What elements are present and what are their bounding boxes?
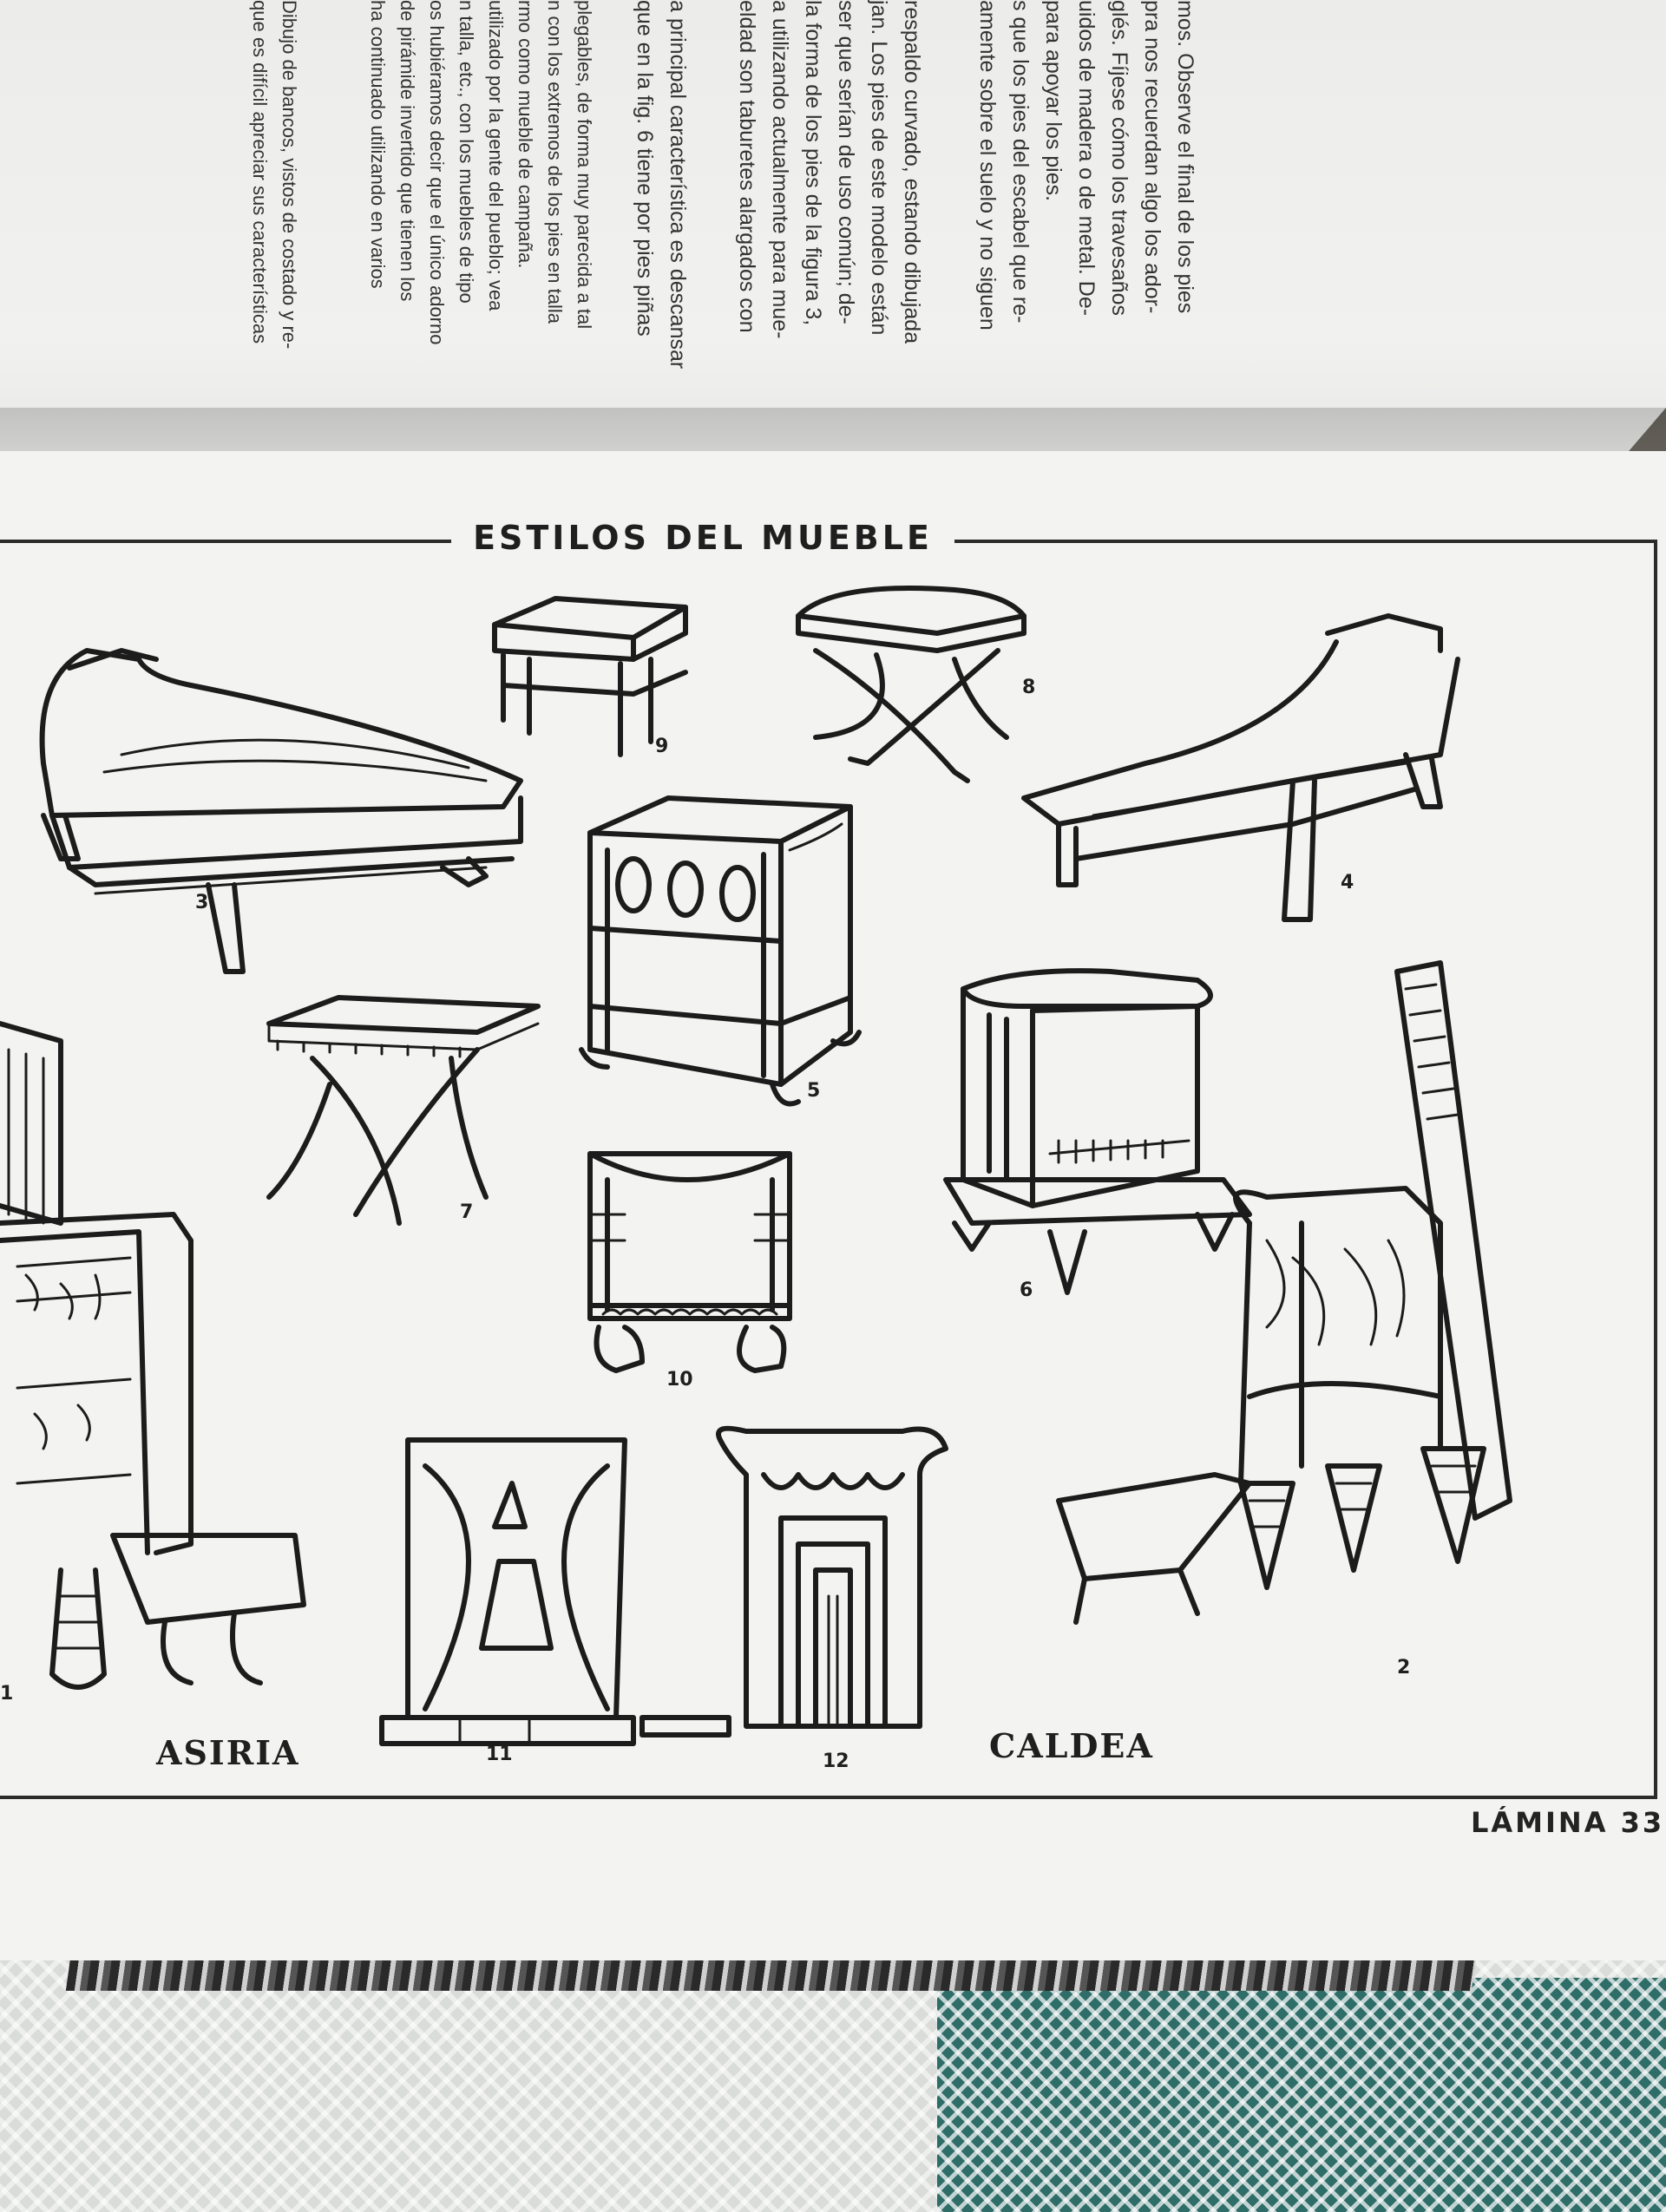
text-line: amente sobre el suelo y no siguen: [975, 0, 1000, 330]
text-line: rmo como mueble de campaña.: [515, 0, 536, 269]
text-line: eldad son taburetes alargados con: [735, 0, 759, 333]
text-line: plegables, de forma muy parecida a tal: [574, 0, 595, 330]
figure-10-bed-head: [587, 1151, 792, 1373]
figure-number-3: 3: [195, 892, 209, 913]
text-column-2: respaldo curvado, estando dibujada jan. …: [731, 0, 928, 344]
figure-number-10: 10: [666, 1369, 693, 1391]
figure-7-folding-table: [266, 995, 541, 1226]
figure-number-4: 4: [1341, 872, 1354, 893]
text-line: glés. Fíjese cómo los travesaños: [1107, 0, 1131, 317]
text-line: ser que serían de uso común; de-: [834, 0, 858, 324]
figure-number-8: 8: [1022, 677, 1036, 698]
text-line: n talla, etc., con los muebles de tipo: [456, 0, 477, 304]
text-line: utilizado por la gente del pueblo; vea: [485, 0, 507, 311]
figure-5-cabinet: [579, 795, 862, 1107]
figure-12-shrine: [640, 1425, 948, 1738]
figure-4-bench: [1021, 613, 1460, 922]
text-line: la forma de los pies de la figura 3,: [801, 0, 825, 326]
text-line: mos. Observe el final de los pies: [1173, 0, 1197, 314]
figure-number-5: 5: [807, 1080, 821, 1102]
plate-number: LÁMINA 33: [1471, 1806, 1665, 1839]
figure-6-chest: [943, 968, 1252, 1295]
figure-number-12: 12: [823, 1751, 849, 1772]
figure-number-2: 2: [1397, 1657, 1411, 1679]
figure-11-panel: [379, 1437, 636, 1746]
text-column-5: Dibujo de bancos, vistos de costado y re…: [245, 0, 304, 349]
text-line: pra nos recuerdan algo los ador-: [1140, 0, 1164, 314]
plate-title: ESTILOS DEL MUEBLE: [451, 519, 954, 557]
text-column-3: a principal característica es descansar …: [628, 0, 694, 369]
text-line: de pirámide invertido que tienen los: [397, 0, 418, 302]
text-line: jan. Los pies de este modelo están: [867, 0, 891, 336]
text-line: os hubiéramos decir que el único adorno: [426, 0, 448, 345]
figure-2-caldean-throne: [1056, 960, 1512, 1625]
text-line: que es difícil apreciar sus característi…: [249, 0, 271, 344]
text-line: para apoyar los pies.: [1041, 0, 1066, 202]
text-line: n con los extremos de los pies en talla: [544, 0, 566, 324]
text-line: a principal característica es descansar: [666, 0, 690, 370]
figure-3-daybed: [39, 648, 523, 974]
teal-tablecloth: [937, 1978, 1666, 2212]
text-column-1: mos. Observe el final de los pies pra no…: [971, 0, 1202, 364]
text-line: a utilizando actualmente para mue-: [768, 0, 792, 339]
upper-page: mos. Observe el final de los pies pra no…: [0, 0, 1666, 486]
figure-9-stool: [492, 596, 688, 757]
region-label-asiria: ASIRIA: [156, 1733, 300, 1772]
text-line: uidos de madera o de metal. De-: [1074, 0, 1099, 317]
figure-1-assyrian-throne: [0, 1021, 306, 1690]
figure-number-1: 1: [0, 1683, 14, 1705]
figure-number-7: 7: [460, 1201, 474, 1223]
figure-number-9: 9: [655, 736, 669, 757]
text-line: Dibujo de bancos, vistos de costado y re…: [279, 0, 300, 350]
text-column-4: plegables, de forma muy parecida a tal n…: [363, 0, 599, 344]
text-line: ha continuado utilizando en varios: [367, 0, 389, 289]
text-line: s que los pies del escabel que re-: [1008, 0, 1033, 324]
text-line: que en la fig. 6 tiene por pies piñas: [633, 0, 657, 337]
figure-8-folding-stool: [796, 586, 1026, 783]
figure-number-6: 6: [1020, 1279, 1033, 1301]
region-label-caldea: CALDEA: [989, 1726, 1154, 1765]
figure-number-11: 11: [486, 1744, 513, 1765]
text-line: respaldo curvado, estando dibujada: [900, 0, 924, 344]
